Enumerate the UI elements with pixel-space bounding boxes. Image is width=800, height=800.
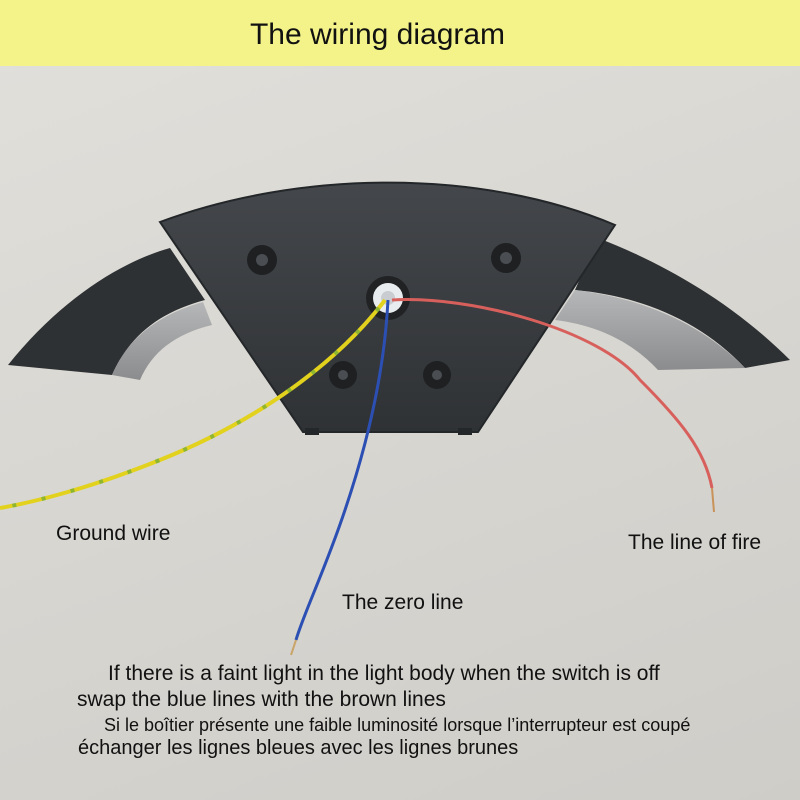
screw-hole bbox=[247, 245, 277, 275]
housing-right-arc bbox=[555, 238, 790, 370]
housing-left-arc bbox=[8, 248, 212, 380]
screw-hole bbox=[423, 361, 451, 389]
note-fr-line2: échanger les lignes bleues avec les lign… bbox=[78, 737, 519, 759]
note-en-line2: swap the blue lines with the brown lines bbox=[77, 688, 446, 711]
screw-hole bbox=[491, 243, 521, 273]
note-en-line1: If there is a faint light in the light b… bbox=[108, 662, 660, 685]
title-banner: The wiring diagram bbox=[0, 0, 800, 66]
zero-line-label: The zero line bbox=[342, 591, 464, 614]
zero-wire bbox=[290, 299, 390, 656]
wiring-photo bbox=[0, 181, 790, 656]
page-title: The wiring diagram bbox=[249, 18, 506, 51]
note-fr-line1: Si le boîtier présente une faible lumino… bbox=[104, 715, 691, 735]
fire-wire bbox=[391, 298, 715, 513]
screw-hole bbox=[329, 361, 357, 389]
ground-wire-label: Ground wire bbox=[56, 522, 171, 545]
ground-wire bbox=[0, 298, 387, 510]
fire-line-label: The line of fire bbox=[628, 531, 762, 554]
